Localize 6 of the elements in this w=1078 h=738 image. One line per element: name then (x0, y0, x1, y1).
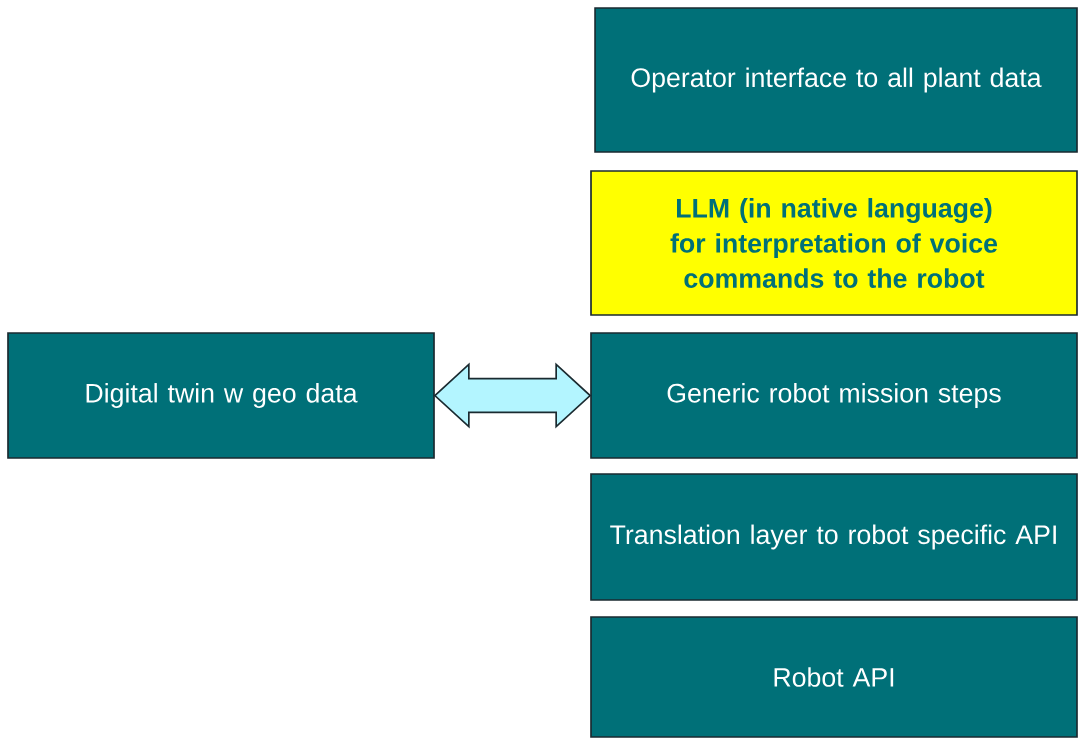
layer-box: Robot API (590, 616, 1078, 738)
layer-box: Translation layer to robot specific API (590, 473, 1078, 601)
layer-box: Generic robot mission steps (590, 332, 1078, 459)
highlighted-layer-box: LLM (in native language) for interpretation of voice commands to the robot (590, 170, 1078, 316)
layer-box: Operator interface to all plant data (594, 7, 1078, 153)
process-box: Digital twin w geo data (7, 332, 435, 459)
